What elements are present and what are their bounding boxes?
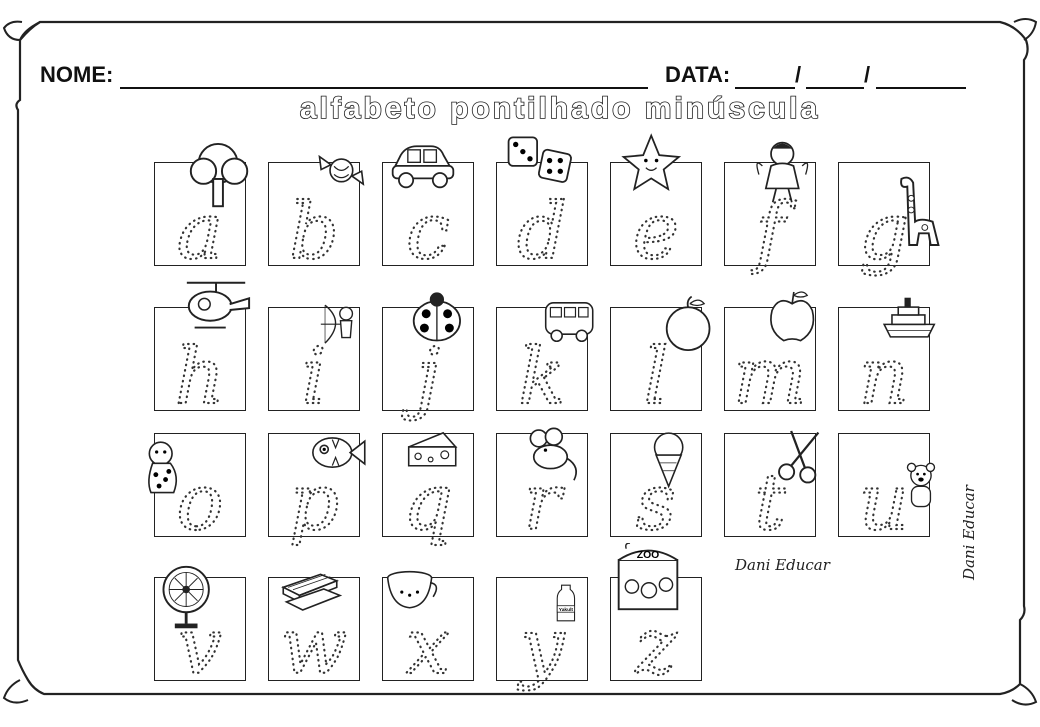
yakult-icon: Yakult	[556, 584, 576, 622]
letter-box	[496, 307, 588, 411]
dotted-letter[interactable]: o	[154, 433, 246, 583]
letter-r: r	[523, 458, 565, 548]
candy-icon	[318, 154, 365, 186]
dotted-letter[interactable]: b	[268, 162, 360, 312]
letter-box	[496, 577, 588, 681]
archer-icon	[320, 304, 354, 344]
letter-box	[268, 307, 360, 411]
letter-box	[724, 162, 816, 266]
ice-cream-icon	[653, 432, 684, 489]
dice-icon	[507, 136, 572, 183]
page-title: ALFABETO PONTILHADO MINÚSCULA	[299, 91, 821, 126]
letter-box	[268, 162, 360, 266]
fairy-girl-icon	[756, 141, 809, 203]
dotted-letter[interactable]: d	[496, 162, 588, 312]
letter-d: d	[517, 187, 567, 277]
giraffe-icon	[900, 176, 940, 246]
letter-box	[610, 433, 702, 537]
dotted-letter[interactable]: e	[610, 162, 702, 312]
date-separator: /	[864, 62, 871, 87]
letter-box	[382, 433, 474, 537]
dotted-letter[interactable]: c	[382, 162, 474, 312]
letter-box	[838, 162, 930, 266]
wafer-icon	[281, 573, 343, 611]
fan-icon	[162, 565, 210, 629]
dotted-letter[interactable]: j	[382, 307, 474, 457]
dotted-letter[interactable]: m	[724, 307, 816, 457]
date-label: DATA:	[665, 62, 731, 87]
letter-w: w	[281, 602, 348, 692]
letter-b: b	[289, 187, 339, 277]
dotted-letter[interactable]: l	[610, 307, 702, 457]
dotted-letter[interactable]: k	[496, 307, 588, 457]
letter-i: i	[302, 332, 327, 422]
dotted-letter[interactable]: g	[838, 162, 930, 312]
signature-side: Dani Educar	[960, 485, 978, 580]
dotted-letter[interactable]: p	[268, 433, 360, 583]
letter-l: l	[644, 332, 669, 422]
dotted-letter[interactable]: u	[838, 433, 930, 583]
name-field[interactable]	[120, 87, 648, 89]
letter-n: n	[859, 332, 909, 422]
star-icon	[621, 133, 682, 191]
dotted-letter[interactable]: v	[154, 577, 246, 727]
date-year-field[interactable]	[876, 87, 966, 89]
letter-box	[268, 433, 360, 537]
kombi-van-icon	[544, 302, 594, 343]
cheese-icon	[407, 431, 458, 467]
letter-x: x	[406, 602, 450, 692]
bear-icon	[906, 462, 936, 508]
date-day-field[interactable]	[735, 87, 795, 89]
name-label: NOME:	[40, 62, 114, 87]
dotted-letter[interactable]: q	[382, 433, 474, 583]
letter-q: q	[403, 458, 453, 548]
letter-box	[838, 433, 930, 537]
dotted-letter[interactable]: r	[496, 433, 588, 583]
dotted-letter[interactable]: h	[154, 307, 246, 457]
cup-icon	[386, 570, 438, 609]
letter-g: g	[859, 187, 909, 277]
letter-box	[838, 307, 930, 411]
zoo-label: ZOO	[637, 550, 660, 561]
letter-box	[724, 307, 816, 411]
header: NOME: DATA: / /	[40, 62, 970, 94]
scissors-icon	[778, 430, 820, 484]
letter-box	[724, 433, 816, 537]
letter-k: k	[518, 332, 565, 422]
dotted-letter[interactable]: x	[382, 577, 474, 727]
letter-box	[610, 307, 702, 411]
orange-icon	[665, 295, 711, 351]
dotted-letter[interactable]: z	[610, 577, 702, 727]
apple-icon	[770, 291, 815, 342]
letter-c: c	[406, 187, 450, 277]
ladybug-icon	[412, 292, 461, 342]
ship-icon	[882, 297, 936, 338]
jaguar-icon	[148, 441, 178, 494]
letter-p: p	[289, 458, 339, 548]
yakult-label: Yakult	[559, 607, 574, 613]
letter-m: m	[733, 332, 807, 422]
letter-z: z	[634, 602, 677, 692]
date-separator: /	[795, 62, 802, 87]
mouse-icon	[529, 427, 577, 481]
dotted-letter[interactable]: i	[268, 307, 360, 457]
letter-e: e	[633, 187, 679, 277]
letter-o: o	[177, 458, 224, 548]
car-icon	[391, 145, 455, 189]
dotted-letter[interactable]: n	[838, 307, 930, 457]
helicopter-icon	[186, 281, 251, 329]
letter-v: v	[178, 602, 222, 692]
tree-icon	[189, 142, 249, 208]
signature: Dani Educar	[735, 556, 830, 574]
zoo-icon: ZOO	[617, 543, 679, 611]
letter-u: u	[859, 458, 909, 548]
date-month-field[interactable]	[806, 87, 864, 89]
letter-h: h	[175, 332, 225, 422]
dotted-letter[interactable]: w	[268, 577, 360, 727]
fish-icon	[312, 437, 366, 468]
